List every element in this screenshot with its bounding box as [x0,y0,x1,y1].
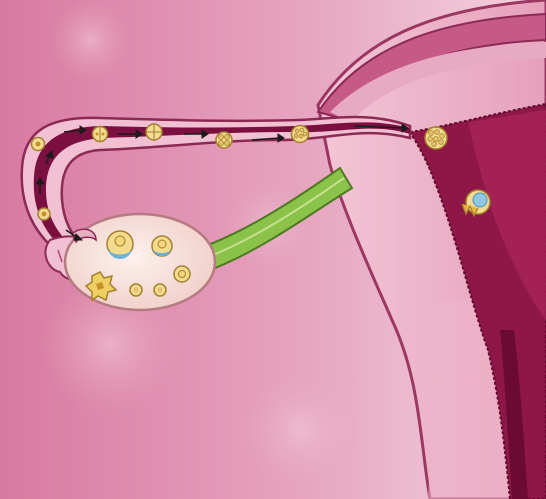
stage-eight-cell [216,132,232,148]
ovary [65,214,215,310]
stage-two-cell [93,127,108,142]
stage-ovulated-oocyte [38,208,50,220]
follicle-primordial [154,284,166,296]
follicle-primordial [130,284,142,296]
follicle-secondary [107,231,133,259]
follicle-primary [174,266,190,282]
background-blur-cell [50,0,130,80]
stage-fertilization [32,138,45,151]
background-blur-cell [240,370,360,490]
follicle-secondary [152,236,172,256]
stage-four-cell [146,124,162,140]
stage-morula [292,126,309,143]
stage-late-morula [425,127,447,149]
